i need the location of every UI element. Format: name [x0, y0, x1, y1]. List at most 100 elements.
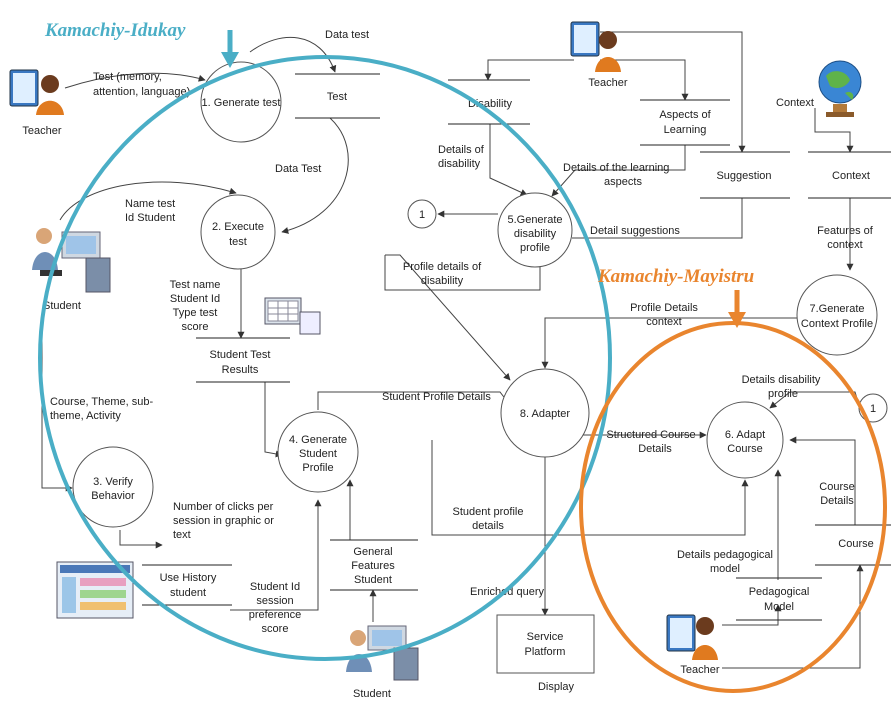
store-platform-label-1: Service [527, 631, 564, 643]
store-features-label-2: Features [351, 560, 395, 572]
store-pedagogical-label-2: Model [764, 601, 794, 613]
process-5-label-3: profile [520, 242, 550, 254]
store-pedagogical: Pedagogical Model [736, 577, 822, 621]
store-context-label: Context [832, 170, 870, 182]
annotation-mayistru: Kamachiy-Mayistru [579, 266, 887, 693]
flow-label-test-name-3: Type test [173, 307, 218, 319]
screen-graphic-icon [56, 561, 134, 619]
flow-label-profile-details-ctx-1: Profile Details [630, 302, 698, 314]
flow-label-detail-suggestions: Detail suggestions [590, 225, 680, 237]
student-bottom-label: Student [353, 688, 391, 700]
process-1-generate-test: 1. Generate test [200, 61, 282, 143]
flow-label-features-context-1: Features of [817, 225, 874, 237]
process-2-label-2: test [229, 236, 247, 248]
store-features: General Features Student [330, 539, 418, 591]
process-8-adapter: 8. Adapter [500, 368, 590, 458]
flow-label-data-test-top: Data test [325, 29, 369, 41]
store-suggestion: Suggestion [700, 151, 790, 199]
flow-label-student-id-4: score [262, 623, 289, 635]
store-platform: Service Platform [496, 614, 595, 674]
flow-label-clicks-1: Number of clicks per [173, 501, 274, 513]
flow-label-display: Display [538, 681, 575, 693]
idukay-arrow-icon [221, 52, 239, 68]
process-7-label-1: 7.Generate [809, 303, 864, 315]
flow-label-test-name-4: score [182, 321, 209, 333]
store-course-label: Course [838, 538, 873, 550]
flow-label-test-mem-1: Test (memory, [93, 71, 162, 83]
flow-label-name-test-1: Name test [125, 198, 175, 210]
process-5-generate-disability-profile: 5.Generate disability profile [497, 192, 573, 268]
connector-1-left-label: 1 [419, 209, 425, 221]
store-features-label-3: Student [354, 574, 392, 586]
process-3-verify-behavior: 3. Verify Behavior [72, 446, 154, 528]
teacher-bottom-label: Teacher [680, 664, 719, 676]
store-aspects: Aspects of Learning [640, 99, 730, 146]
flow-label-details-disability-profile-2: profile [768, 388, 798, 400]
teacher-left-icon [9, 69, 64, 115]
teacher-left-label: Teacher [22, 125, 61, 137]
store-disability: Disability [448, 79, 530, 125]
flow-label-profile-details-dis-2: disability [421, 275, 464, 287]
teacher-top-entity: Teacher [570, 21, 628, 89]
teacher-top-label: Teacher [588, 77, 627, 89]
flow-label-student-profile-details: Student Profile Details [382, 391, 491, 403]
flow-label-student-profile-details2-1: Student profile [453, 506, 524, 518]
flow-label-test-name-1: Test name [170, 279, 221, 291]
process-2-label-1: 2. Execute [212, 221, 264, 233]
process-4-label-1: 4. Generate [289, 434, 347, 446]
store-features-label-1: General [353, 546, 392, 558]
teacher-top-icon [570, 21, 621, 72]
process-4-label-2: Student [299, 448, 337, 460]
store-results-label-2: Results [222, 364, 259, 376]
flow-label-student-id-1: Student Id [250, 581, 300, 593]
process-3-label-2: Behavior [91, 490, 135, 502]
flow-label-clicks-3: text [173, 529, 191, 541]
flow-label-details-learning-1: Details of the learning [563, 162, 669, 174]
process-7-label-2: Context Profile [801, 318, 873, 330]
store-history-label-1: Use History [160, 572, 217, 584]
store-context: Context [808, 151, 891, 199]
process-8-label: 8. Adapter [520, 408, 570, 420]
flow-label-data-test-mid: Data Test [275, 163, 321, 175]
teacher-bottom-icon [666, 614, 718, 660]
student-left-icon [32, 228, 111, 293]
process-4-generate-student-profile: 4. Generate Student Profile [277, 411, 359, 493]
connector-1-right-label: 1 [870, 403, 876, 415]
flow-label-details-pedagogical-1: Details pedagogical [677, 549, 773, 561]
student-bottom-entity: Student [346, 625, 419, 700]
process-2-execute-test: 2. Execute test [200, 194, 276, 270]
mayistru-arrow-icon [728, 312, 746, 328]
process-5-label-2: disability [514, 228, 557, 240]
process-7-generate-context-profile: 7.Generate Context Profile [796, 274, 878, 356]
store-aspects-label-1: Aspects of [659, 109, 711, 121]
flow-label-features-context-2: context [827, 239, 862, 251]
flow-label-test-name-2: Student Id [170, 293, 220, 305]
flow-label-details-disability-1: Details of [438, 144, 485, 156]
annotation-idukay: Kamachiy-Idukay [38, 20, 612, 661]
context-entity-label: Context [776, 97, 814, 109]
flow-label-profile-details-ctx-2: context [646, 316, 681, 328]
store-history-label-2: student [170, 587, 206, 599]
store-pedagogical-label-1: Pedagogical [749, 586, 810, 598]
flow-label-student-id-3: preference [249, 609, 302, 621]
flow-label-details-disability-2: disability [438, 158, 481, 170]
idukay-label: Kamachiy-Idukay [44, 20, 186, 41]
process-6-label-1: 6. Adapt [725, 429, 765, 441]
processes: 1. Generate test 2. Execute test 3. Veri… [72, 61, 888, 528]
flow-label-clicks-2: session in graphic or [173, 515, 274, 527]
process-3-label-1: 3. Verify [93, 476, 133, 488]
flow-label-course-theme-2: theme, Activity [50, 410, 121, 422]
flow-label-student-profile-details2-2: details [472, 520, 504, 532]
flow-label-course-details-1: Course [819, 481, 854, 493]
flow-label-course-theme-1: Course, Theme, sub- [50, 396, 153, 408]
flow-labels: Data test Test (memory, attention, langu… [50, 29, 874, 693]
flow-label-test-mem-2: attention, language) [93, 86, 190, 98]
process-1-label: 1. Generate test [202, 97, 281, 109]
process-6-label-2: Course [727, 443, 762, 455]
flow-label-details-pedagogical-2: model [710, 563, 740, 575]
store-test-label: Test [327, 91, 347, 103]
teacher-bottom-entity: Teacher [666, 614, 720, 676]
process-4-label-3: Profile [302, 462, 333, 474]
flow-label-structured-course-1: Structured Course [606, 429, 695, 441]
